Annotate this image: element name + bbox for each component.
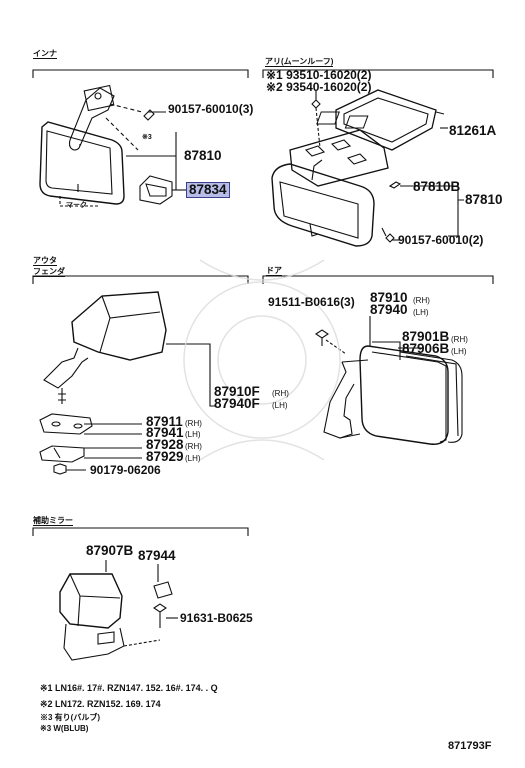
part-87910-rh: (RH) — [413, 296, 430, 305]
footnote-3-en: ※3 W(BLUB) — [40, 724, 89, 733]
roof-console-drawing — [271, 89, 445, 247]
roof-note-1[interactable]: ※1 93510-16020(2) — [266, 68, 372, 82]
part-87834[interactable]: 87834 — [186, 182, 230, 198]
watermark-emblem — [183, 259, 341, 461]
leader-87810-r — [448, 185, 464, 237]
section-door: ドア — [266, 266, 282, 276]
part-87940-lh: (LH) — [413, 308, 429, 317]
part-87928-rh: (RH) — [185, 442, 202, 451]
part-87940F[interactable]: 87940F — [214, 396, 260, 411]
part-87941-lh: (LH) — [185, 430, 201, 439]
bracket-inner — [32, 69, 249, 78]
section-roof: アリ(ムーンルーフ) — [265, 57, 334, 67]
part-87810[interactable]: 87810 — [184, 148, 222, 163]
section-inner: インナ — [33, 49, 57, 59]
part-87906B-lh: (LH) — [451, 347, 467, 356]
part-87911[interactable]: 87911 — [146, 414, 183, 429]
section-outer: アウタ — [33, 256, 57, 266]
door-mirror-drawing — [315, 316, 463, 445]
aux-mirror-drawing — [59, 560, 178, 661]
part-87910F[interactable]: 87910F — [214, 384, 260, 399]
bracket-fender — [32, 275, 249, 284]
footnote-1: ※1 LN16#. 17#. RZN147. 152. 16#. 174. . … — [40, 683, 218, 693]
part-87929[interactable]: 87929 — [146, 449, 184, 464]
part-87940F-lh: (LH) — [272, 401, 288, 410]
bracket-roof — [262, 69, 494, 78]
part-87810B[interactable]: 87810B — [413, 179, 461, 194]
part-87810-roof[interactable]: 87810 — [465, 192, 503, 207]
bracket-door — [262, 275, 494, 284]
figure-id: 871793F — [448, 740, 492, 752]
mark-label: マーク — [66, 202, 87, 209]
part-90157-60010-3[interactable]: 90157-60010(3) — [168, 102, 254, 116]
footnote-2: ※2 LN172. RZN152. 169. 174 — [40, 699, 161, 709]
part-87911-rh: (RH) — [185, 419, 202, 428]
part-87907B[interactable]: 87907B — [86, 543, 134, 558]
part-87929-lh: (LH) — [185, 454, 201, 463]
part-87941[interactable]: 87941 — [146, 425, 184, 440]
part-90179-06206[interactable]: 90179-06206 — [90, 463, 161, 477]
part-91511-B0616[interactable]: 91511-B0616(3) — [268, 295, 355, 309]
part-91631-B0625[interactable]: 91631-B0625 — [180, 611, 253, 625]
note-3-marker: ※3 — [142, 134, 152, 141]
part-87928[interactable]: 87928 — [146, 437, 184, 452]
footnote-3: ※3 有り(バルブ) — [40, 713, 100, 722]
part-81261A[interactable]: 81261A — [449, 123, 497, 138]
roof-note-2[interactable]: ※2 93540-16020(2) — [266, 80, 372, 94]
part-87910F-rh: (RH) — [272, 389, 289, 398]
part-87910[interactable]: 87910 — [370, 290, 408, 305]
inner-mirror-drawing — [39, 84, 166, 207]
part-87906B[interactable]: 87906B — [402, 341, 450, 356]
part-87901B[interactable]: 87901B — [402, 329, 450, 344]
part-87940[interactable]: 87940 — [370, 302, 408, 317]
part-87901B-rh: (RH) — [451, 335, 468, 344]
section-aux-mirror: 補助ミラー — [33, 516, 73, 526]
section-fender: フェンダ — [33, 267, 65, 277]
part-87944[interactable]: 87944 — [138, 548, 176, 563]
bulb-cover — [139, 175, 173, 205]
part-90157-60010-2[interactable]: 90157-60010(2) — [398, 233, 484, 247]
bracket-aux — [32, 527, 249, 536]
fender-mirror-drawing — [39, 291, 216, 475]
